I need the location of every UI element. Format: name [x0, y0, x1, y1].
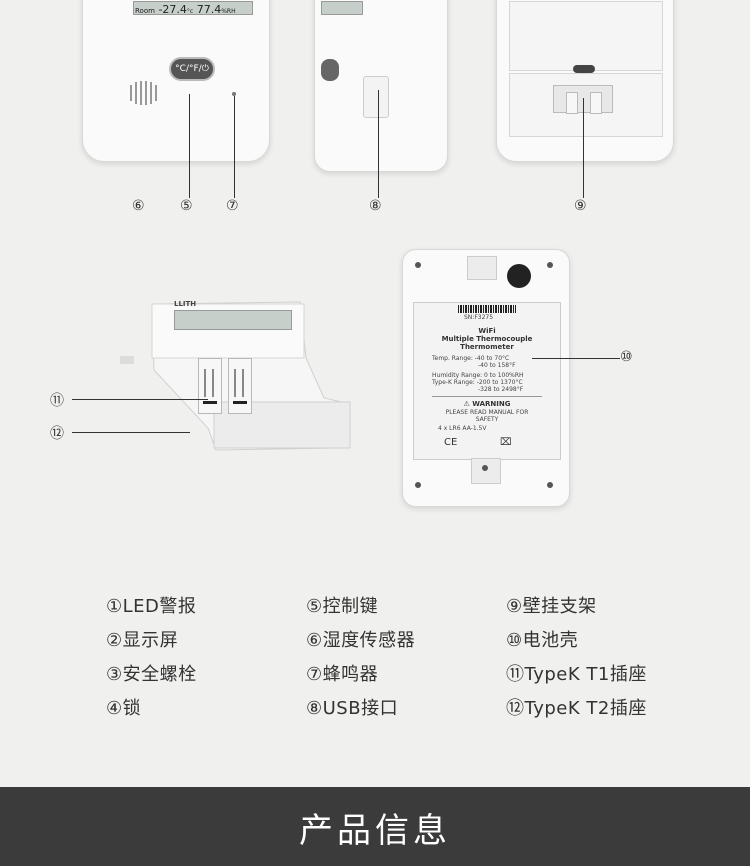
legend-item-10: ⑩电池壳 [506, 630, 579, 651]
leader-5 [189, 94, 190, 198]
battery-spec: 4 x LR6 AA-1.5V [438, 425, 487, 432]
legend-item-3: ③安全螺栓 [106, 664, 197, 685]
grille-icon [130, 81, 157, 105]
warning-title: ⚠ WARNING [463, 400, 511, 408]
typek-t2-socket[interactable] [228, 358, 252, 414]
section-footer: 产品信息 [0, 787, 750, 866]
legend-item-2: ②显示屏 [106, 630, 179, 651]
label-divider [432, 396, 542, 397]
device-bottom-view: LLITH [120, 298, 352, 454]
legend-item-12: ⑫TypeK T2插座 [506, 698, 647, 719]
callout-7: ⑦ [226, 198, 239, 214]
humidity-unit: %RH [221, 8, 236, 15]
room-label: Room [135, 7, 155, 15]
legend-item-9: ⑨壁挂支架 [506, 596, 597, 617]
side-button[interactable] [321, 59, 339, 81]
hanging-notch [467, 256, 497, 280]
label-line2: Multiple Thermocouple [441, 335, 533, 343]
device-front-view: Room -27.4°c 77.4%RH °C/°F/⏻ [82, 0, 270, 162]
barcode [458, 305, 516, 313]
leader-11 [72, 399, 208, 400]
legend-item-4: ④锁 [106, 698, 142, 719]
brand-logo: LLITH [174, 300, 197, 308]
typek-range-f: -328 to 2498°F [478, 386, 524, 393]
warning-text1: PLEASE READ MANUAL FOR [445, 409, 529, 416]
usb-port-cover[interactable] [363, 76, 389, 118]
temp-range: Temp. Range: -40 to 70°C [432, 355, 510, 362]
leader-10 [532, 358, 620, 359]
legend-item-6: ⑥湿度传感器 [306, 630, 416, 651]
legend-item-1: ①LED警报 [106, 596, 197, 617]
leader-9 [583, 98, 584, 198]
callout-9: ⑨ [574, 198, 587, 214]
humidity-value: 77.4 [196, 3, 222, 16]
screw-top-left [415, 262, 421, 268]
legend-item-11: ⑪TypeK T1插座 [506, 664, 647, 685]
humidity-range: Humidity Range: 0 to 100%RH [432, 372, 524, 379]
section-title: 产品信息 [299, 811, 451, 851]
device-back-top [496, 0, 674, 162]
barcode-text: SN:F3275 [464, 314, 494, 321]
label-line3: Thermometer [460, 343, 514, 351]
device-side-view [314, 0, 448, 172]
callout-10: ⑩ [620, 349, 633, 365]
legend-item-5: ⑤控制键 [306, 596, 379, 617]
leader-7 [234, 96, 235, 198]
recycle-bin-icon: ⌧ [500, 437, 512, 448]
device-back-view: SN:F3275 WiFi Multiple Thermocouple Ther… [402, 249, 570, 507]
temp-value: -27.4 [158, 3, 187, 16]
ce-mark: CE [444, 437, 458, 448]
lcd-display [133, 1, 253, 15]
side-lcd [321, 1, 363, 15]
callout-8: ⑧ [369, 198, 382, 214]
alarm-led-hole [507, 264, 531, 288]
wall-mount-bracket [553, 85, 613, 114]
callout-12: ⑫ [50, 426, 64, 442]
legend-item-8: ⑧USB接口 [306, 698, 399, 719]
screw-bottom-left [415, 482, 421, 488]
typek-t1-socket[interactable] [198, 358, 222, 414]
lcd-readout: Room -27.4°c 77.4%RH [135, 3, 265, 16]
legend-item-7: ⑦蜂鸣器 [306, 664, 379, 685]
callout-5: ⑤ [180, 198, 193, 214]
bottom-screw-tab [471, 458, 501, 484]
temp-range-f: -40 to 158°F [478, 362, 516, 369]
battery-cover-label: SN:F3275 WiFi Multiple Thermocouple Ther… [413, 302, 561, 460]
bottom-lcd [174, 310, 292, 330]
callout-11: ⑪ [50, 393, 64, 409]
back-panel-inner [509, 1, 663, 71]
label-line1: WiFi [478, 327, 496, 335]
callout-6: ⑥ [132, 198, 145, 214]
control-button[interactable]: °C/°F/⏻ [169, 57, 215, 81]
humidity-sensor-grille [128, 81, 158, 105]
warning-text2: SAFETY [475, 416, 499, 423]
temp-unit: °c [186, 8, 194, 15]
screw-icon [573, 65, 595, 73]
typek-range: Type-K Range: -200 to 1370°C [432, 379, 523, 386]
leader-8 [378, 90, 379, 198]
screw-bottom-right [547, 482, 553, 488]
buzzer-hole [232, 92, 236, 96]
screw-top-right [547, 262, 553, 268]
leader-12 [72, 432, 190, 433]
